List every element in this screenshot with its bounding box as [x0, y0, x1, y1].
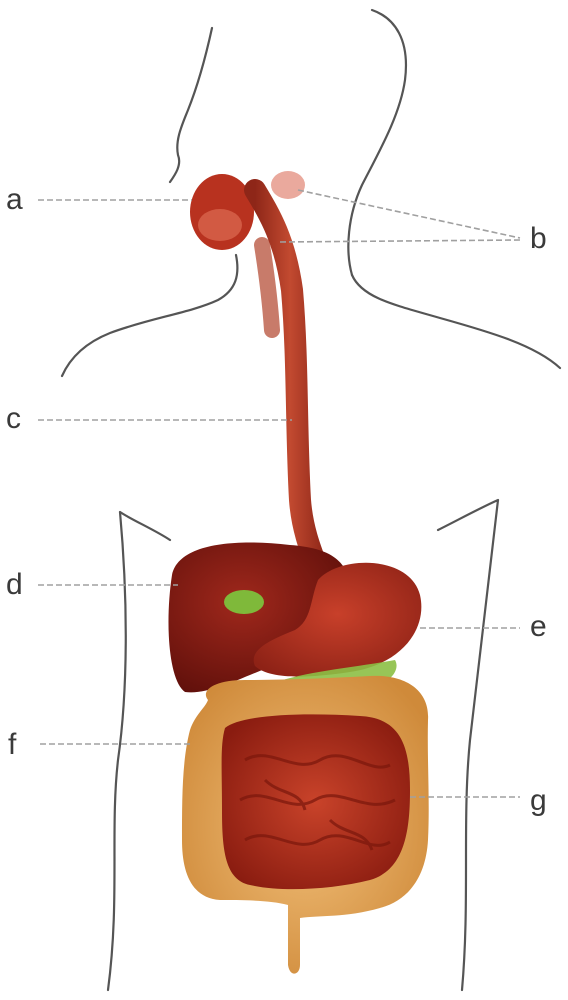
label-c: c [6, 404, 21, 434]
label-g: g [530, 786, 547, 816]
face-profile [170, 28, 212, 182]
tongue [198, 209, 242, 241]
trachea [262, 245, 272, 330]
label-d: d [6, 570, 23, 600]
label-b: b [530, 224, 547, 254]
label-a: a [6, 185, 23, 215]
salivary-gland [271, 171, 305, 199]
label-e: e [530, 612, 547, 642]
right-torso [438, 500, 498, 990]
gallbladder [224, 590, 264, 614]
small-intestine [222, 714, 410, 889]
left-torso [108, 512, 170, 990]
leader-line-b-2 [280, 240, 520, 242]
head-back [348, 10, 406, 275]
label-f: f [8, 730, 16, 760]
neck-front [62, 255, 237, 376]
neck-back-shoulder [352, 275, 560, 368]
leader-line-b-1 [298, 190, 520, 238]
